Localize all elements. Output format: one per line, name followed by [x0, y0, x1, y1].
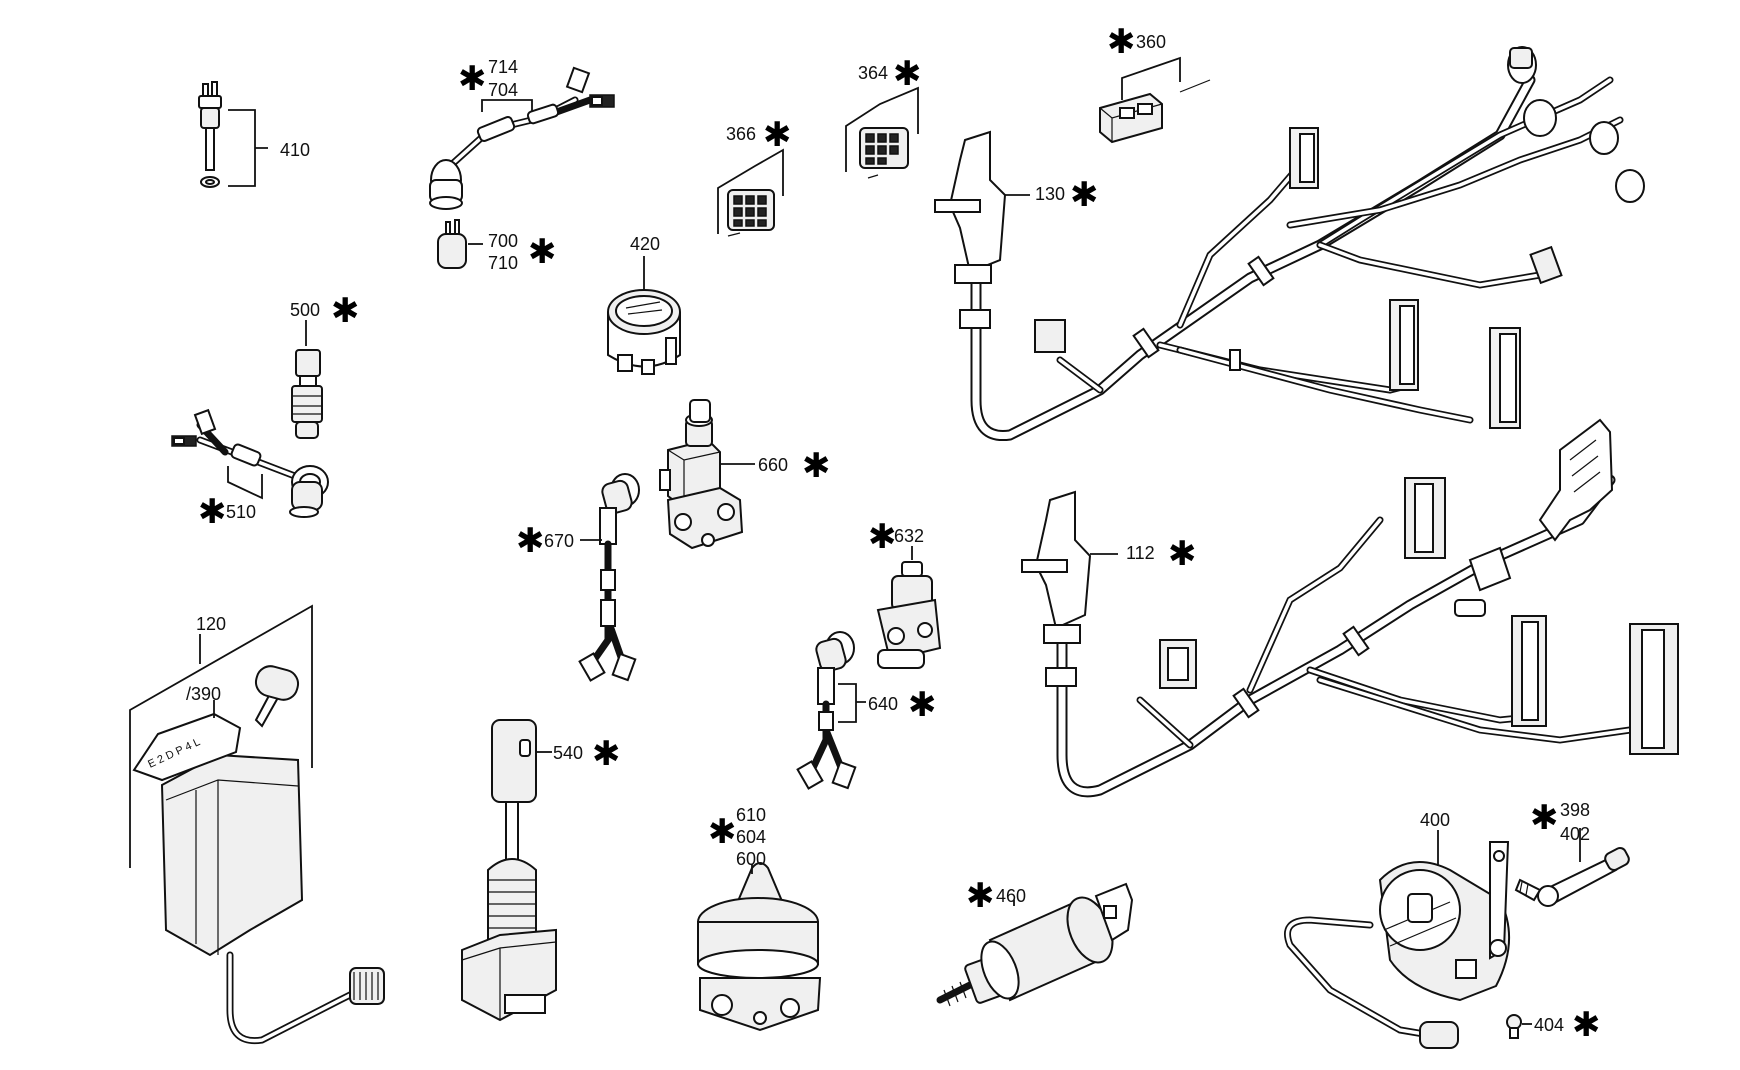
part-404-screw[interactable]: [1506, 1014, 1522, 1039]
label-400: 400: [1420, 810, 1450, 830]
asterisk-icon: ✱: [893, 54, 922, 94]
part-130-wire-harness[interactable]: [934, 46, 1645, 442]
asterisk-icon: ✱: [458, 59, 487, 99]
label-604: 604: [736, 827, 766, 847]
asterisk-icon: ✱: [516, 521, 545, 561]
part-704-harness[interactable]: [429, 66, 615, 210]
label-410: 410: [280, 140, 310, 160]
part-600-valve[interactable]: [697, 862, 822, 1032]
asterisk-icon: ✱: [1572, 1005, 1601, 1045]
asterisk-icon: ✱: [592, 734, 621, 774]
label-366: 366: [726, 124, 756, 144]
label-714: 714: [488, 57, 518, 77]
label-112: 112: [1126, 543, 1155, 563]
asterisk-icon: ✱: [198, 492, 227, 532]
label-600: 600: [736, 849, 766, 869]
part-360-connector[interactable]: [1099, 79, 1211, 144]
label-510: 510: [226, 502, 256, 522]
part-400-sensor-assembly[interactable]: [1284, 841, 1510, 1049]
label-360: 360: [1136, 32, 1166, 52]
label-704: 704: [488, 80, 518, 100]
part-510-harness[interactable]: [171, 408, 329, 518]
label-402: 402: [1560, 824, 1590, 844]
label-130: 130: [1035, 184, 1065, 204]
asterisk-icon: ✱: [1070, 175, 1099, 215]
part-366-connector[interactable]: [727, 189, 775, 237]
label-670: 670: [544, 531, 574, 551]
part-540-joystick[interactable]: [461, 719, 557, 1022]
label-540: 540: [553, 743, 583, 763]
label-404: 404: [1534, 1015, 1564, 1035]
label-120: 120: [196, 614, 226, 634]
part-500-switch[interactable]: [291, 349, 323, 439]
part-402-link[interactable]: [1514, 846, 1631, 907]
part-410-sensor[interactable]: [198, 81, 222, 188]
part-460-actuator[interactable]: [936, 882, 1134, 1007]
part-660-solenoid-valve[interactable]: [659, 399, 744, 550]
label-390: /390: [186, 684, 221, 704]
part-112-wire-harness[interactable]: [1021, 418, 1679, 798]
label-640: 640: [868, 694, 898, 714]
label-398: 398: [1560, 800, 1590, 820]
part-632-valve[interactable]: [876, 561, 942, 669]
label-660: 660: [758, 455, 788, 475]
asterisk-icon: ✱: [528, 232, 557, 272]
asterisk-icon: ✱: [1107, 22, 1136, 62]
part-700-switch[interactable]: [437, 219, 467, 269]
label-700: 700: [488, 231, 518, 251]
label-632: 632: [894, 526, 924, 546]
part-364-connector[interactable]: [859, 127, 909, 179]
asterisk-icon: ✱: [763, 115, 792, 155]
asterisk-icon: ✱: [331, 291, 360, 331]
label-420: 420: [630, 234, 660, 254]
part-420-gauge[interactable]: [607, 289, 681, 375]
label-500: 500: [290, 300, 320, 320]
part-640-plug[interactable]: [796, 631, 857, 790]
label-460: 460: [996, 886, 1026, 906]
asterisk-icon: ✱: [1168, 534, 1197, 574]
asterisk-icon: ✱: [708, 812, 737, 852]
part-120-control-unit[interactable]: E 2 D P 4 L: [132, 663, 385, 1045]
label-364: 364: [858, 63, 888, 83]
asterisk-icon: ✱: [908, 685, 937, 725]
asterisk-icon: ✱: [802, 446, 831, 486]
asterisk-icon: ✱: [1530, 798, 1559, 838]
asterisk-icon: ✱: [966, 876, 995, 916]
asterisk-icon: ✱: [868, 517, 897, 557]
part-670-plug[interactable]: [578, 473, 640, 682]
label-710: 710: [488, 253, 518, 273]
label-610: 610: [736, 805, 766, 825]
